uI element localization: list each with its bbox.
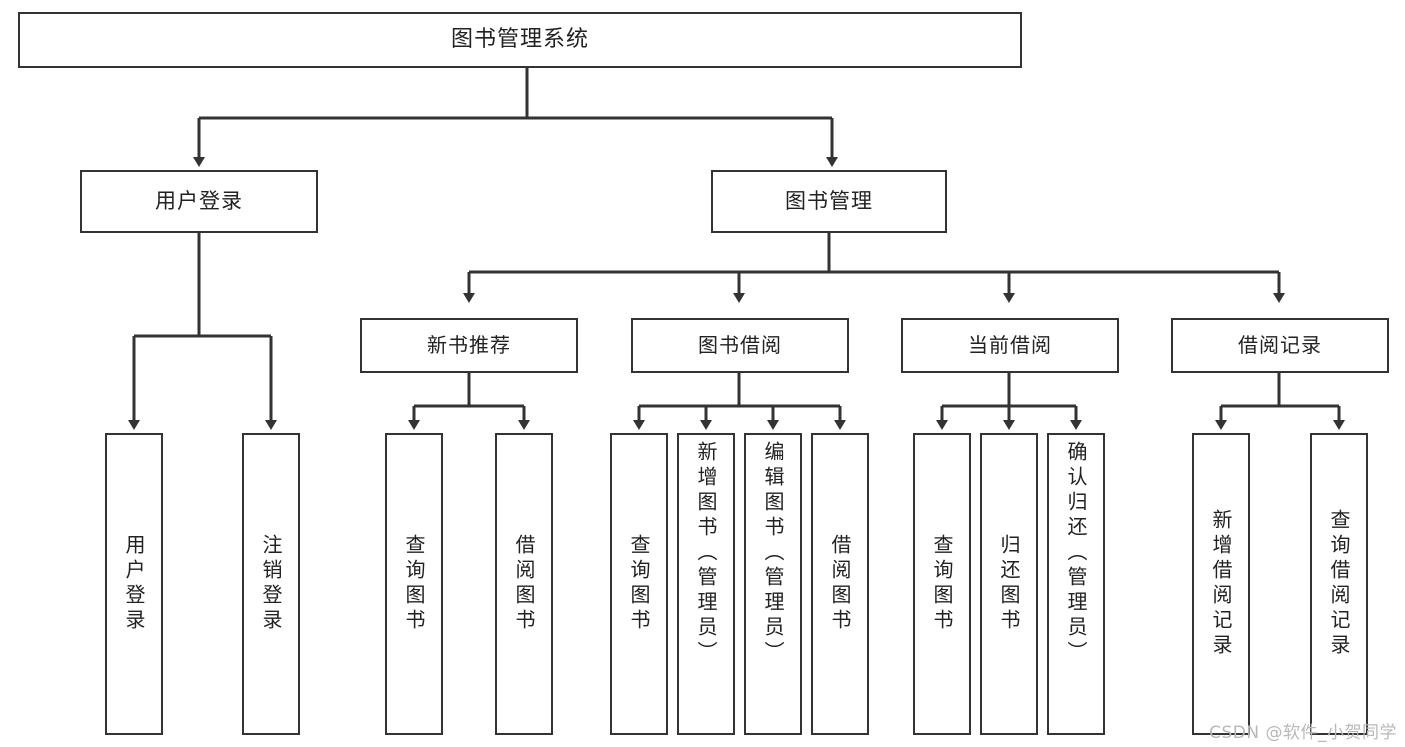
leaf-query-book-3[interactable]: 查询图书: [913, 433, 971, 735]
leaf-query-record[interactable]: 查询借阅记录: [1310, 433, 1368, 735]
node-user-login[interactable]: 用户登录: [80, 170, 318, 233]
node-label: 图书管理系统: [450, 27, 589, 53]
leaf-label: 借阅图书: [512, 534, 536, 634]
leaf-label: 新增借阅记录: [1209, 509, 1233, 659]
leaf-add-book[interactable]: 新增图书（管理员）: [677, 433, 735, 735]
leaf-logout-login[interactable]: 注销登录: [242, 433, 300, 735]
leaf-label: 确认归还（管理员）: [1064, 441, 1088, 666]
node-book-borrow[interactable]: 图书借阅: [631, 318, 849, 373]
leaf-label: 编辑图书（管理员）: [761, 441, 785, 666]
node-current-borrow[interactable]: 当前借阅: [901, 318, 1119, 373]
node-label: 新书推荐: [427, 333, 511, 357]
node-label: 图书管理: [785, 189, 873, 214]
leaf-label: 查询图书: [930, 534, 954, 634]
node-label: 用户登录: [155, 189, 243, 214]
leaf-label: 查询图书: [402, 534, 426, 634]
leaf-label: 借阅图书: [828, 534, 852, 634]
node-new-book-recommend[interactable]: 新书推荐: [360, 318, 578, 373]
leaf-add-record[interactable]: 新增借阅记录: [1192, 433, 1250, 735]
csdn-watermark: CSDN @软件_小贺同学: [1209, 723, 1397, 743]
leaf-label: 查询图书: [627, 534, 651, 634]
leaf-return-book[interactable]: 归还图书: [980, 433, 1038, 735]
leaf-query-book-2[interactable]: 查询图书: [610, 433, 668, 735]
leaf-user-login[interactable]: 用户登录: [105, 433, 163, 735]
node-book-manage[interactable]: 图书管理: [711, 170, 947, 233]
node-borrow-record[interactable]: 借阅记录: [1171, 318, 1389, 373]
node-label: 图书借阅: [698, 333, 782, 357]
leaf-borrow-book-2[interactable]: 借阅图书: [811, 433, 869, 735]
node-book-management-system[interactable]: 图书管理系统: [18, 12, 1022, 68]
leaf-label: 注销登录: [259, 534, 283, 634]
leaf-borrow-book-1[interactable]: 借阅图书: [495, 433, 553, 735]
leaf-label: 用户登录: [122, 534, 146, 634]
leaf-confirm-return[interactable]: 确认归还（管理员）: [1047, 433, 1105, 735]
leaf-label: 查询借阅记录: [1327, 509, 1351, 659]
node-label: 借阅记录: [1238, 333, 1322, 357]
leaf-label: 新增图书（管理员）: [694, 441, 718, 666]
leaf-query-book-1[interactable]: 查询图书: [385, 433, 443, 735]
leaf-edit-book[interactable]: 编辑图书（管理员）: [744, 433, 802, 735]
node-label: 当前借阅: [968, 333, 1052, 357]
leaf-label: 归还图书: [997, 534, 1021, 634]
